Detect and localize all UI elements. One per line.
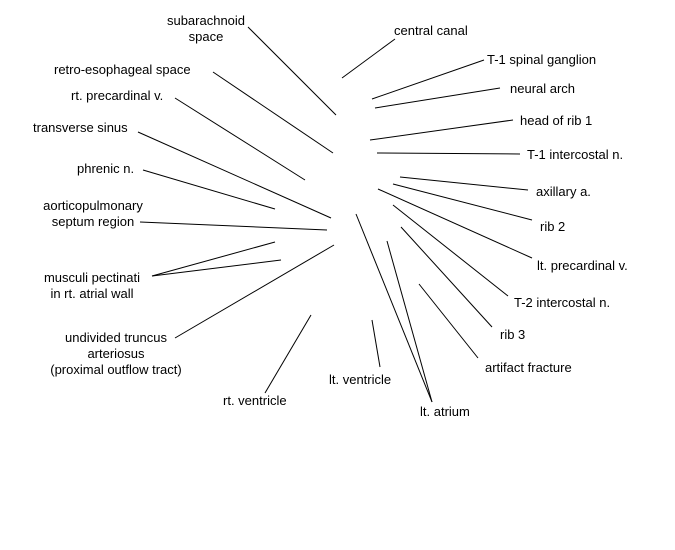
leader-t1-spinal-ganglion [371,59,485,100]
leader-central-canal [341,38,396,79]
label-rib-3: rib 3 [500,327,526,342]
leader-head-of-rib-1 [369,119,514,141]
leader-axillary-a [399,176,529,191]
leader-t1-intercostal-n [376,152,521,155]
leader-t2-intercostal-n [392,204,509,297]
leader-lt-atrium-a [355,213,433,403]
leader-rib-2 [392,183,533,221]
label-rt-ventricle: rt. ventricle [223,393,287,408]
label-central-canal: central canal [394,23,468,38]
label-retro-esophageal-space: retro-esophageal space [54,62,191,77]
leader-aorticopulmonary [139,221,328,231]
label-artifact-fracture: artifact fracture [485,360,572,375]
label-truncus-line2: arteriosus [87,346,145,361]
label-lt-ventricle: lt. ventricle [329,372,392,387]
leader-rt-ventricle [264,314,312,394]
label-subarachnoid-space: subarachnoid space [166,13,246,44]
label-aorticopulmonary-line2: septum region [51,214,135,229]
label-t2-intercostal-n: T-2 intercostal n. [514,295,611,310]
label-t1-spinal-ganglion: T-1 spinal ganglion [487,52,597,67]
label-musculi-pectinati: musculi pectinati in rt. atrial wall [32,270,152,302]
leader-lt-atrium-b [386,240,433,403]
label-truncus-line1: undivided truncus [65,330,167,345]
leader-artifact-fracture [418,283,479,359]
label-rib-2: rib 2 [540,219,566,234]
leader-subarachnoid-space [247,26,337,116]
leader-phrenic-n [142,169,276,210]
leader-transverse-sinus [137,131,332,219]
label-axillary-a: axillary a. [536,184,591,199]
leader-lt-precardinal-v [377,188,533,259]
leader-rib-3 [400,226,493,328]
label-t1-intercostal-n: T-1 intercostal n. [527,147,624,162]
label-aorticopulmonary-line1: aorticopulmonary [43,198,143,213]
label-truncus-line3: (proximal outflow tract) [50,362,182,377]
leader-musculi-pectinati-a [151,241,276,277]
label-lt-atrium: lt. atrium [420,404,470,419]
label-phrenic-n: phrenic n. [77,161,135,176]
leader-neural-arch [374,87,501,109]
leader-lt-ventricle [371,319,381,368]
label-musculi-line2: in rt. atrial wall [50,286,134,301]
label-head-of-rib-1: head of rib 1 [520,113,593,128]
leader-musculi-pectinati-b [151,259,282,277]
leader-rt-precardinal-v [174,97,306,181]
label-lt-precardinal-v: lt. precardinal v. [537,258,628,273]
label-rt-precardinal-v: rt. precardinal v. [71,88,164,103]
label-neural-arch: neural arch [510,81,576,96]
label-undivided-truncus-arteriosus: undivided truncus arteriosus (proximal o… [36,330,196,378]
label-aorticopulmonary-septum-region: aorticopulmonary septum region [33,198,153,230]
leader-truncus-arteriosus [174,244,335,339]
label-musculi-line1: musculi pectinati [43,270,141,285]
label-transverse-sinus: transverse sinus [33,120,128,135]
leader-retro-esophageal-space [212,71,334,154]
